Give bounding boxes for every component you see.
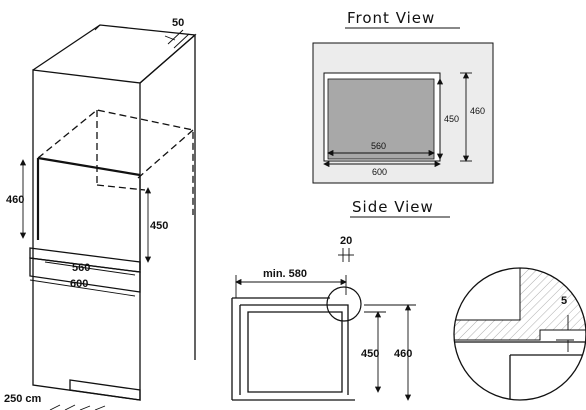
cabinet-opening-height-label: 460 xyxy=(6,194,24,206)
side-view: Side View 20 min. 580 450 460 xyxy=(231,198,450,401)
front-height-inner-label: 450 xyxy=(444,114,459,124)
side-top-gap-label: 20 xyxy=(340,235,352,247)
front-height-outer-label: 460 xyxy=(470,106,485,116)
cabinet-oven-height-label: 450 xyxy=(150,220,168,232)
cabinet-drawing: 50 460 450 560 600 250 cm xyxy=(4,17,197,410)
front-width-inner-label: 560 xyxy=(371,141,386,151)
cabinet-vent-area-label: 250 cm xyxy=(4,393,42,405)
front-width-outer-label: 600 xyxy=(372,167,387,177)
side-min-depth-label: min. 580 xyxy=(263,268,307,280)
detail-gap-label: 5 xyxy=(561,295,567,307)
front-view: Front View 560 600 450 460 xyxy=(312,9,494,184)
side-view-title: Side View xyxy=(352,198,434,216)
detail-view: 5 xyxy=(453,267,586,401)
side-height-inner-label: 450 xyxy=(361,348,379,360)
front-view-title: Front View xyxy=(347,9,435,27)
cabinet-width-label: 600 xyxy=(70,278,88,290)
side-height-outer-label: 460 xyxy=(394,348,412,360)
cabinet-oven-width-label: 560 xyxy=(72,262,90,274)
cabinet-top-gap-label: 50 xyxy=(172,17,184,29)
